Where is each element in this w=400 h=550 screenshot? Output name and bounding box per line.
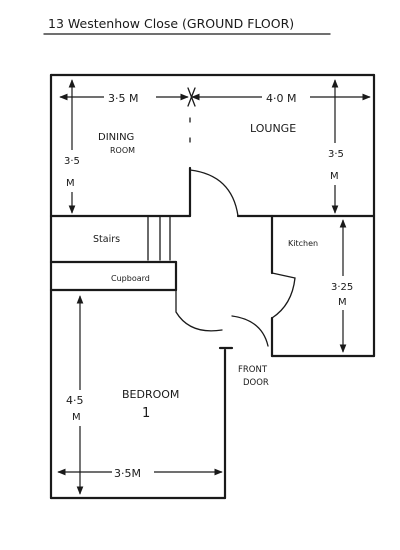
front-door-label: FRONT (238, 365, 268, 375)
kitchen-depth-value: 3·25 (331, 282, 353, 293)
bedroom-depth-unit: M (72, 412, 81, 423)
cupboard-label: Cupboard (111, 274, 150, 283)
bedroom-depth-value: 4·5 (66, 394, 84, 407)
dining-depth-unit: M (66, 178, 75, 189)
outer-walls (49, 73, 376, 500)
plan-title: 13 Westenhow Close (GROUND FLOOR) (48, 16, 294, 31)
dining-depth-value: 3·5 (64, 156, 80, 167)
front-door-label-2: DOOR (243, 378, 269, 388)
dining-width-label: 3·5 M (108, 92, 138, 105)
lounge-depth-dimension (325, 79, 347, 214)
bedroom-label: BEDROOM (122, 388, 179, 401)
door-swings (175, 169, 296, 347)
kitchen-depth-dimension (330, 219, 360, 353)
dining-room-label-2: ROOM (110, 146, 135, 155)
top-dimension-line (59, 87, 371, 107)
interior-walls (49, 117, 376, 358)
kitchen-label: Kitchen (288, 239, 318, 248)
bedroom-depth-dimension (64, 295, 92, 495)
bottom-dimension-line (57, 464, 223, 480)
bedroom-width-label: 3·5M (114, 467, 141, 480)
kitchen-depth-unit: M (338, 297, 347, 308)
stairs-label: Stairs (93, 234, 120, 245)
dining-room-label: DINING (98, 132, 134, 143)
lounge-width-label: 4·0 M (266, 92, 296, 105)
dining-depth-dimension (62, 79, 82, 214)
lounge-depth-value: 3·5 (328, 149, 344, 160)
lounge-label: LOUNGE (250, 122, 296, 135)
lounge-depth-unit: M (330, 171, 339, 182)
bedroom-number: 1 (142, 406, 150, 421)
